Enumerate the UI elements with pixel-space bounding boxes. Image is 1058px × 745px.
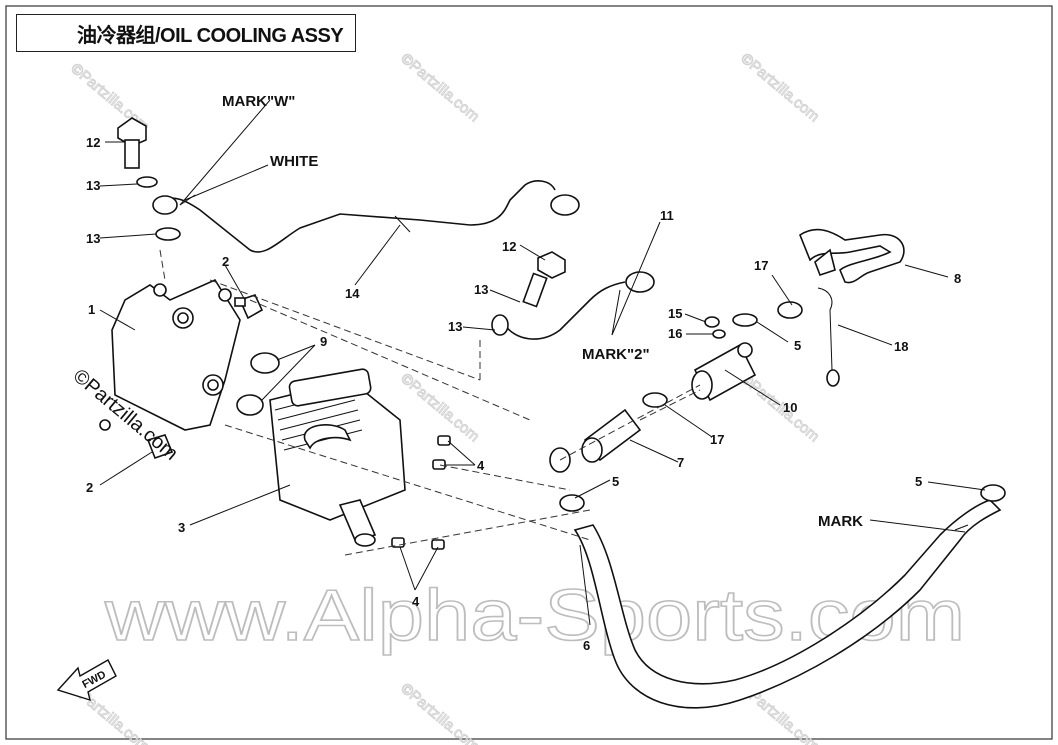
callout-mark-w: MARK"W" — [222, 93, 295, 110]
leader-lines — [99, 99, 986, 626]
part-number-label: 10 — [783, 400, 797, 415]
banjo-bolt-middle — [522, 251, 566, 308]
connector-pipe — [581, 408, 642, 463]
part-number-label: 13 — [86, 178, 100, 193]
diagram-border — [5, 5, 1053, 740]
hose-upper-right — [799, 228, 905, 284]
part-number-label: 6 — [583, 638, 590, 653]
part-number-label: 12 — [86, 135, 100, 150]
watermark-text: ©Partzilla.com — [737, 50, 822, 125]
part-number-label: 7 — [677, 455, 684, 470]
banjo-bolt-left — [117, 117, 181, 241]
callout-mark: MARK — [818, 513, 863, 530]
bolt-upper — [234, 294, 264, 320]
watermark-text: ©Partzilla.com — [737, 370, 822, 445]
part-number-label: 12 — [502, 239, 516, 254]
part-number-label: 11 — [660, 208, 674, 223]
oil-line-upper — [152, 180, 580, 253]
part-number-label: 17 — [710, 432, 724, 447]
o-rings — [236, 352, 280, 416]
part-number-label: 17 — [754, 258, 768, 273]
part-number-label: 5 — [915, 474, 922, 489]
part-number-label: 13 — [86, 231, 100, 246]
watermark-text: ©Partzilla.com — [397, 50, 482, 125]
part-number-label: 1 — [88, 302, 95, 317]
diagram-title: 油冷器组/OIL COOLING ASSY — [16, 14, 356, 52]
site-watermark: www.Alpha-Sports.com — [104, 576, 965, 656]
hose-lower — [573, 499, 1002, 709]
part-number-label: 2 — [222, 254, 229, 269]
assembly-guides — [159, 249, 701, 556]
hose-clamps — [549, 301, 1006, 512]
part-number-label: 5 — [612, 474, 619, 489]
part-number-label: 14 — [345, 286, 360, 301]
callout-mark-2: MARK"2" — [582, 346, 650, 363]
part-number-label: 3 — [178, 520, 185, 535]
part-number-label: 18 — [894, 339, 908, 354]
part-number-label: 8 — [954, 271, 961, 286]
bolt-lower — [146, 434, 174, 460]
watermark-text: ©Partzilla.com — [397, 680, 482, 745]
part-number-label: 2 — [86, 480, 93, 495]
t-fitting — [691, 342, 757, 402]
cooler-bracket — [99, 278, 241, 431]
part-number-label: 13 — [474, 282, 488, 297]
part-number-label: 4 — [412, 594, 420, 609]
part-number-label: 4 — [477, 458, 485, 473]
watermark-text: ©Partzilla.com — [397, 370, 482, 445]
part-number-label: 13 — [448, 319, 462, 334]
part-number-label: 16 — [668, 326, 682, 341]
oil-line-right — [491, 271, 655, 340]
part-number-label: 15 — [668, 306, 682, 321]
part-number-label: 9 — [320, 334, 327, 349]
callout-white: WHITE — [270, 153, 318, 170]
bracket-clip — [817, 287, 840, 387]
small-fittings — [704, 316, 726, 339]
part-number-label: 5 — [794, 338, 801, 353]
fwd-arrow-icon: FWD — [56, 659, 117, 702]
oil-cooler-body — [269, 368, 406, 547]
